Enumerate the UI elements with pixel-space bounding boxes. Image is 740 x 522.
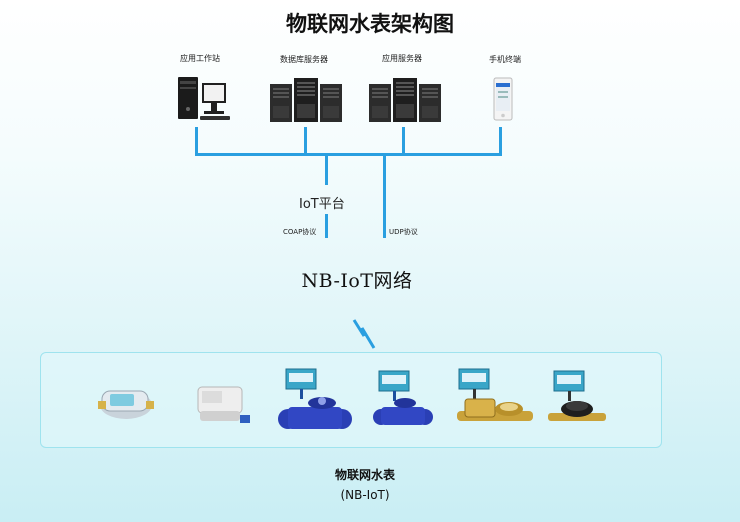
meters-subtitle: (NB-IoT) [340, 488, 390, 502]
white-valve-meter-icon [197, 386, 250, 423]
bus-line [195, 153, 502, 156]
database-server-icon [270, 78, 342, 122]
iot-platform-label: IoT平台 [299, 197, 345, 212]
meters-title: 物联网水表 [334, 468, 395, 482]
database-server-label: 数据库服务器 [280, 55, 328, 64]
compact-meter-icon [98, 390, 154, 419]
brass-meter-icon [457, 368, 533, 421]
mobile-terminal-label: 手机终端 [489, 55, 521, 64]
drop-database-server [304, 127, 307, 155]
lightning-signal-icon [352, 319, 376, 349]
diagram-title: 物联网水表架构图 [286, 12, 454, 36]
flange-meter-icon [373, 370, 433, 425]
drop-mobile [499, 127, 502, 155]
app-server-label: 应用服务器 [382, 54, 422, 63]
network-label: NB-IoT网络 [301, 270, 413, 292]
drop-workstation [195, 127, 198, 155]
black-meter-icon [548, 370, 606, 421]
workstation-icon [178, 77, 230, 120]
large-flange-meter-icon [278, 368, 352, 429]
platform-link-lower [325, 214, 328, 238]
udp-link [383, 155, 386, 238]
drop-app-server [402, 127, 405, 155]
udp-protocol-label: UDP协议 [389, 228, 418, 236]
coap-protocol-label: COAP协议 [283, 228, 317, 236]
mobile-phone-icon [493, 77, 513, 121]
platform-link-upper [325, 155, 328, 185]
workstation-label: 应用工作站 [180, 54, 220, 63]
app-server-icon [369, 78, 441, 122]
